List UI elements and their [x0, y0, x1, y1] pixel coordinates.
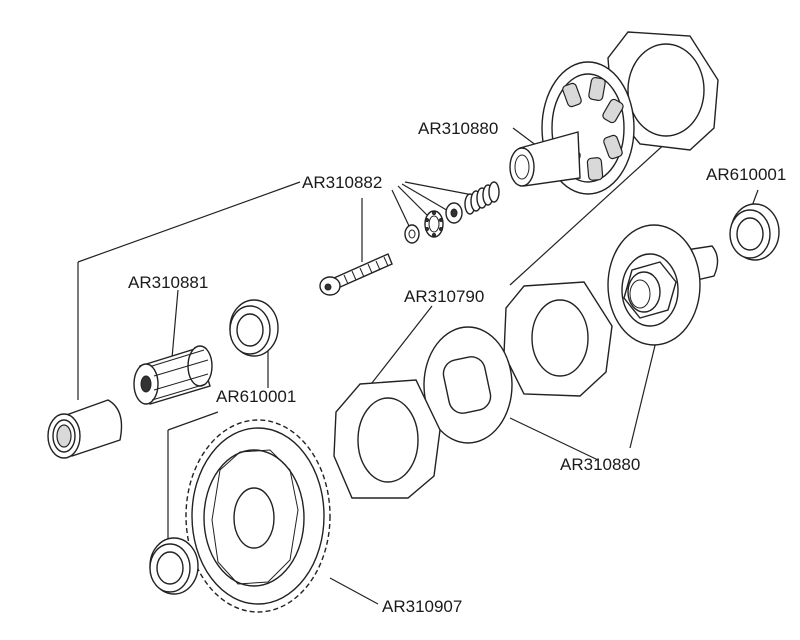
leader-ar310790-down [367, 305, 433, 389]
leader-ar310881 [171, 289, 179, 359]
nut [445, 202, 463, 224]
leader-ar610001-right [751, 189, 759, 207]
spur-gear [185, 419, 331, 613]
leader-ar310882-washer [391, 189, 411, 229]
label-ar310880-bottom: AR310880 [560, 455, 640, 474]
leader-ar310882-bearing [397, 185, 433, 221]
leader-ar610001-left-down [167, 411, 219, 431]
leader-lines [77, 127, 759, 605]
spring [464, 181, 500, 215]
sleeve [47, 399, 123, 459]
slotted-disc [423, 326, 513, 444]
leader-ar310882-nut [401, 183, 451, 213]
spur-hub-top [509, 61, 635, 195]
bearing-left-upper [229, 299, 279, 357]
hex-shim-middle [503, 281, 613, 397]
bearing-left-lower [149, 537, 199, 595]
label-ar310907: AR310907 [382, 597, 462, 616]
label-ar310790: AR310790 [404, 287, 484, 306]
washer [404, 224, 420, 244]
leader-ar310790-right [509, 129, 681, 286]
leader-ar310880-bottom-left [509, 417, 599, 461]
small-parts-set [319, 181, 500, 296]
label-ar310880-top: AR310880 [418, 119, 498, 138]
label-ar310881: AR310881 [128, 273, 208, 292]
label-ar310882: AR310882 [302, 173, 382, 192]
hex-shim-lower [333, 379, 441, 499]
thrust-bearing [424, 210, 444, 238]
shim-top-right [607, 31, 719, 151]
bearing-right [729, 203, 780, 261]
label-ar610001-right: AR610001 [706, 165, 786, 184]
diff-hub-right [607, 224, 719, 346]
label-ar610001-left: AR610001 [216, 387, 296, 406]
leader-ar310882-to-sleeve [77, 181, 301, 263]
leader-ar310907 [329, 577, 379, 605]
part-labels: AR310880 AR310882 AR610001 AR310881 AR31… [128, 119, 786, 616]
leader-ar310882-spring [404, 181, 479, 197]
screw [319, 253, 393, 296]
spline-shaft [133, 345, 213, 405]
